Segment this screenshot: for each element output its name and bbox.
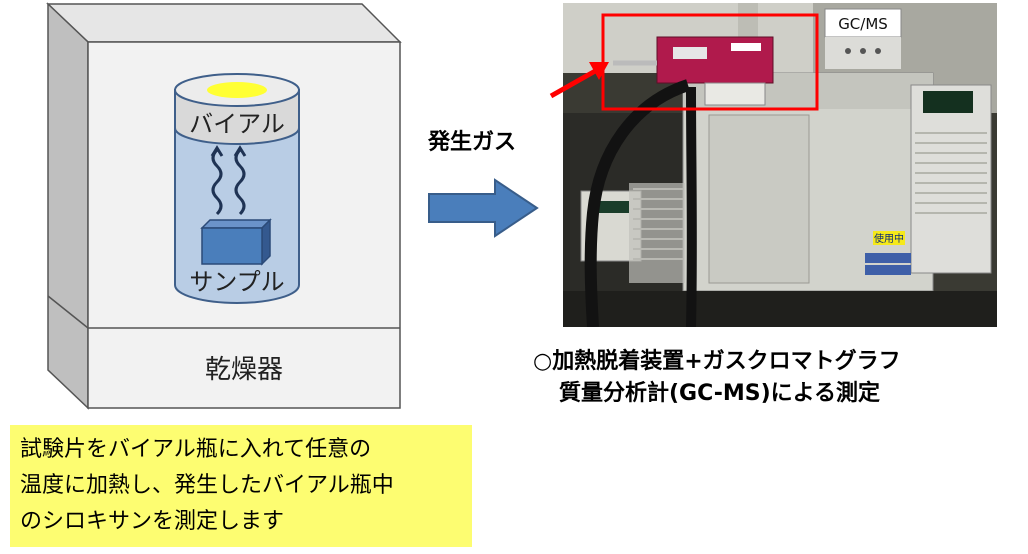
gcms-sign-text: GC/MS bbox=[838, 15, 888, 33]
dryer-illustration: バイアル サンプル 乾燥器 bbox=[46, 2, 402, 410]
vial-opening bbox=[207, 82, 267, 98]
ms-detector-unit bbox=[910, 84, 992, 274]
sample-label: サンプル bbox=[189, 268, 284, 296]
vapor-icon bbox=[211, 148, 223, 216]
note-line-3: のシロキサンを測定します bbox=[20, 509, 285, 534]
procedure-note: 試験片をバイアル瓶に入れて任意の 温度に加熱し、発生したバイアル瓶中 のシロキサ… bbox=[10, 425, 472, 547]
gcms-sign bbox=[824, 8, 902, 38]
sample-block bbox=[201, 227, 263, 265]
measurement-caption: ○加熱脱着装置+ガスクロマトグラフ 質量分析計(GC-MS)による測定 bbox=[533, 346, 901, 410]
dryer-top-face bbox=[46, 3, 402, 43]
note-line-2: 温度に加熱し、発生したバイアル瓶中 bbox=[20, 473, 394, 498]
flow-arrow-icon bbox=[428, 178, 539, 238]
caption-line-1: ○加熱脱着装置+ガスクロマトグラフ bbox=[533, 349, 901, 374]
in-use-sign bbox=[873, 231, 905, 245]
transfer-hose bbox=[584, 79, 690, 327]
vapor-icon bbox=[234, 148, 246, 216]
red-pointer-arrow-icon bbox=[549, 62, 609, 99]
caption-line-2: 質量分析計(GC-MS)による測定 bbox=[559, 381, 881, 406]
generated-gas-label: 発生ガス bbox=[428, 130, 517, 155]
dryer-label: 乾燥器 bbox=[205, 355, 283, 385]
gcms-instrument-photo: GC/MS 使用中 bbox=[563, 3, 997, 327]
vial-label: バイアル bbox=[189, 110, 285, 138]
in-use-sign-text: 使用中 bbox=[874, 232, 904, 245]
dryer-side-face bbox=[47, 2, 89, 410]
note-line-1: 試験片をバイアル瓶に入れて任意の bbox=[20, 437, 372, 462]
